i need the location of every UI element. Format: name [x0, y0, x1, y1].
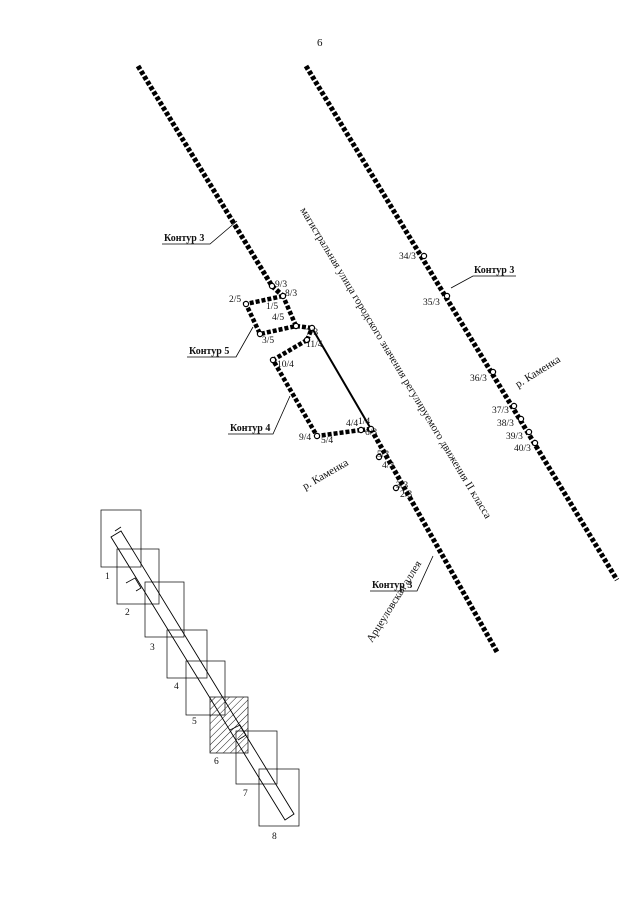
sheet-frame-5	[185, 660, 226, 716]
point-label: 5/4	[321, 436, 333, 446]
kontur5-leader	[187, 326, 254, 358]
sheet-number: 2	[125, 608, 130, 618]
point-label: 5/3	[377, 450, 389, 460]
sheet-number: 5	[192, 717, 197, 727]
sheet-number: 6	[214, 757, 219, 767]
river-label-left: р. Каменка	[301, 457, 351, 493]
sheet-number: 7	[243, 789, 248, 799]
boundary-line-thin	[311, 327, 372, 430]
sheet-frame-8	[258, 768, 300, 827]
sheet-numbers: 1 2 3 4 5 6 7 8	[105, 572, 277, 842]
sheet-index-map	[100, 509, 300, 827]
point-label: 36/3	[470, 374, 487, 384]
boundary-line-left-lower	[368, 427, 500, 654]
kontur3-leader-left	[162, 220, 238, 245]
point-label: 2/3	[400, 490, 412, 500]
point-label: 4/4	[346, 419, 358, 429]
river-label-right: р. Каменка	[513, 353, 563, 390]
boundary-line-left-upper	[135, 64, 275, 288]
kontur3-leader-right	[450, 275, 516, 289]
sheet-number: 1	[105, 572, 110, 582]
kontur5-label: Контур 5	[189, 346, 229, 357]
point-label: 38/3	[497, 419, 514, 429]
alley-label: Арцеуловская аллея	[364, 559, 424, 645]
point-label: 3/5	[262, 336, 274, 346]
point-label: 10/4	[277, 360, 294, 370]
sheet-number: 4	[174, 682, 179, 692]
kontur5-outline	[242, 293, 300, 337]
sheet-frame-7	[235, 730, 278, 785]
sheet-frame-4	[166, 629, 208, 679]
kontur3-label-right: Контур 3	[474, 265, 514, 276]
point-label: 1/4	[358, 417, 370, 427]
point-label: 34/3	[399, 252, 416, 262]
point-label: 8/3	[285, 289, 297, 299]
point-label: 9/4	[299, 433, 311, 443]
point-label: 3/3	[396, 481, 408, 491]
kontur3-leader-bottom	[370, 555, 434, 592]
kontur4-leader	[228, 395, 291, 435]
sheet-frame-1	[100, 509, 142, 568]
point-label: 4/3	[382, 461, 394, 471]
page-number: 6	[317, 37, 323, 49]
kontur4-label: Контур 4	[230, 423, 270, 434]
point-label: 1/5	[266, 302, 278, 312]
kontur3-label-left: Контур 3	[164, 233, 204, 244]
point-label: 9/3	[275, 280, 287, 290]
sheet-frame-2	[116, 548, 160, 605]
site-strip-notch-b	[229, 724, 247, 741]
point-label: 7/3	[306, 328, 318, 338]
sheet-frame-3	[144, 581, 185, 638]
site-strip-outline	[110, 530, 295, 821]
point-label: 6/3	[365, 428, 377, 438]
point-label: 2/5	[229, 295, 241, 305]
kontur3-label-bottom: Контур 3	[372, 580, 412, 591]
point-label: 11/4	[306, 340, 323, 350]
sheet-frame-6-hatched	[209, 696, 249, 754]
vertex-markers	[242, 252, 539, 492]
point-label: 40/3	[514, 444, 531, 454]
point-label: 4/5	[272, 313, 284, 323]
point-label: 35/3	[423, 298, 440, 308]
sheet-number: 3	[150, 643, 155, 653]
site-strip-notch-a	[125, 577, 142, 592]
point-label: 37/3	[492, 406, 509, 416]
boundary-line-right	[303, 64, 620, 582]
sheet-number: 8	[272, 832, 277, 842]
point-label: 39/3	[506, 432, 523, 442]
kontur4-outline	[269, 338, 362, 439]
